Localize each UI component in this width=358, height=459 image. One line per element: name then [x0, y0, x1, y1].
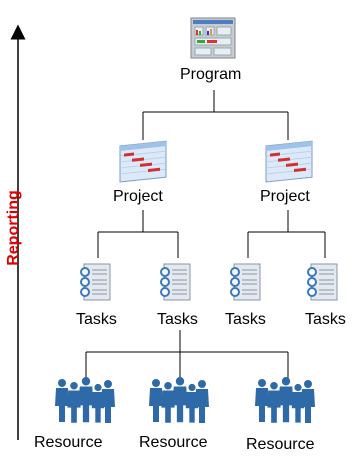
connectors-project-tasks [97, 210, 326, 258]
task-list-icon [80, 263, 111, 301]
program-label: Program [180, 66, 242, 83]
project-label: Project [113, 188, 163, 205]
people-group-icon [55, 377, 115, 423]
resource-label: Resource [139, 434, 208, 451]
tasks-label: Tasks [225, 311, 266, 328]
people-group-icon [149, 377, 209, 423]
resource-label: Resource [246, 436, 315, 453]
program-dashboard-icon [190, 17, 236, 59]
task-list-icon [307, 263, 338, 301]
task-list-icon [230, 263, 261, 301]
gantt-chart-icon [119, 140, 167, 183]
project-label: Project [260, 188, 310, 205]
tasks-label: Tasks [157, 311, 198, 328]
connectors-program-projects [142, 90, 289, 140]
resource-label: Resource [34, 434, 103, 451]
reporting-label: Reporting [5, 190, 22, 266]
tasks-label: Tasks [305, 311, 346, 328]
gantt-chart-icon [265, 140, 313, 183]
tasks-label: Tasks [76, 311, 117, 328]
people-group-icon [255, 377, 315, 423]
connectors-tasks-resources [85, 330, 289, 380]
task-list-icon [160, 263, 191, 301]
